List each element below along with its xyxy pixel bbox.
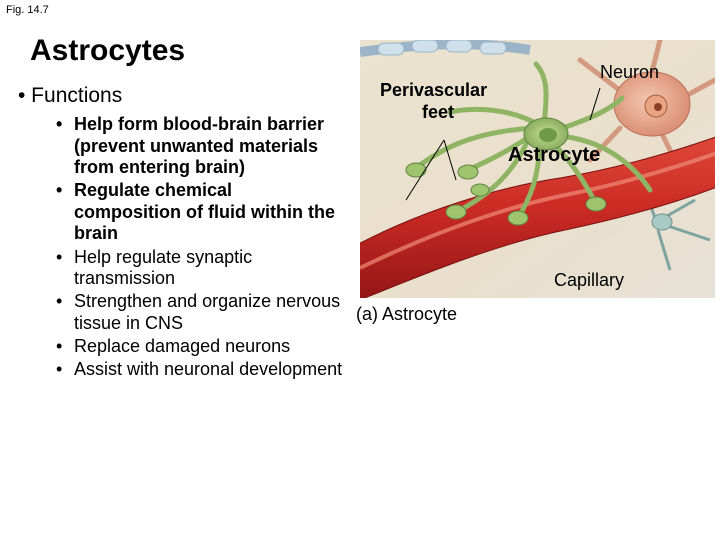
neuron-label: Neuron xyxy=(600,62,660,82)
slide-title: Astrocytes xyxy=(30,34,186,67)
astrocyte-illustration: Neuron Perivascular feet Astrocyte Capil… xyxy=(339,37,720,309)
astrocyte-cell xyxy=(405,61,653,226)
figure-caption: (a) Astrocyte xyxy=(356,304,458,324)
functions-list: Help form blood-brain barrier (prevent u… xyxy=(54,114,344,382)
function-item: Help regulate synaptic transmission xyxy=(54,247,344,290)
function-item: Help form blood-brain barrier (prevent u… xyxy=(54,114,344,179)
capillary-label: Capillary xyxy=(554,270,625,290)
neuron-cell xyxy=(577,37,718,173)
function-item: Regulate chemical composition of fluid w… xyxy=(54,180,344,245)
functions-heading: • Functions xyxy=(18,84,123,107)
feet-label: feet xyxy=(422,102,455,122)
astrocyte-illustration-art xyxy=(339,37,720,309)
function-item: Assist with neuronal development xyxy=(54,359,344,381)
figure-label: Fig. 14.7 xyxy=(6,4,49,16)
perivascular-label: Perivascular xyxy=(380,80,488,100)
label-pointer-lines xyxy=(405,87,601,201)
function-item: Strengthen and organize nervous tissue i… xyxy=(54,291,344,334)
function-item: Replace damaged neurons xyxy=(54,336,344,358)
astrocyte-label: Astrocyte xyxy=(508,144,601,166)
myelinated-axon xyxy=(359,39,531,57)
small-astrocyte xyxy=(643,189,711,271)
